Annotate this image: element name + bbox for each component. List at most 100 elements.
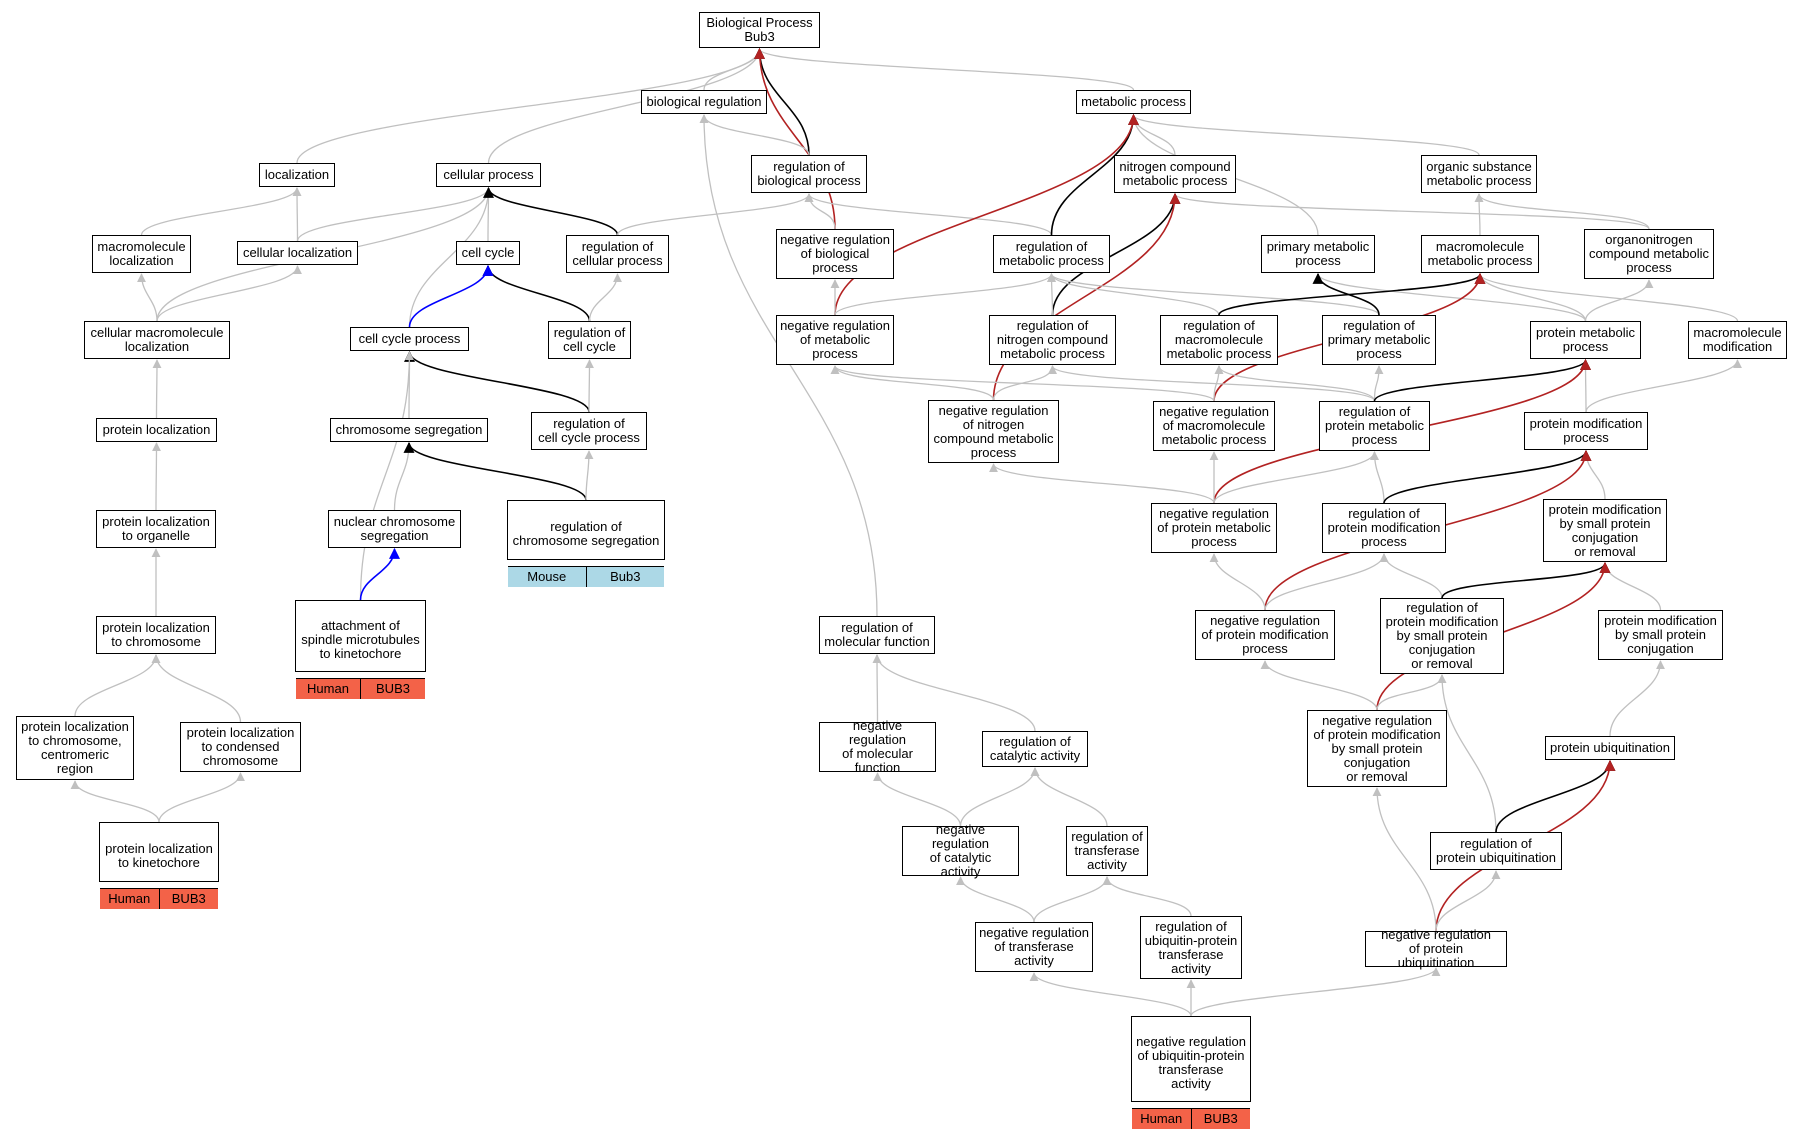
tag-gene: BUB3 <box>1190 1109 1250 1129</box>
node-protein-modification-by-small-protein-conjugation-or-removal[interactable]: protein modification by small protein co… <box>1543 499 1667 562</box>
node-regulation-of-protein-modification-by-small-protein-conjugation-or-removal[interactable]: regulation of protein modification by sm… <box>1380 598 1504 674</box>
organism-gene-tags: Human BUB3 <box>1132 1108 1250 1129</box>
edge-macro_metab-to-organic <box>1474 193 1484 236</box>
edge-reg_nitrogen-to-nitrogen <box>1051 192 1181 316</box>
node-label: protein localization to kinetochore <box>105 840 213 870</box>
node-regulation-of-catalytic-activity[interactable]: regulation of catalytic activity <box>982 731 1088 767</box>
edge-neg_reg_nitrogen-to-neg_reg_metab <box>830 365 995 401</box>
node-protein-localization-to-chromosome-centromeric-region[interactable]: protein localization to chromosome, cent… <box>16 716 134 780</box>
node-cellular-process[interactable]: cellular process <box>436 163 541 187</box>
node-protein-modification-process[interactable]: protein modification process <box>1524 412 1648 450</box>
edge-reg_prot_mod_small-to-reg_prot_mod <box>1379 553 1443 599</box>
node-negative-regulation-of-macromolecule-metabolic-process[interactable]: negative regulation of macromolecule met… <box>1153 401 1275 451</box>
edge-attach-to-cc_process <box>359 351 414 601</box>
edge-macro_loc-to-localization <box>140 187 302 236</box>
node-macromolecule-modification[interactable]: macromolecule modification <box>1688 321 1787 359</box>
node-attachment-of-spindle-microtubules-to-kinetochore[interactable]: attachment of spindle microtubules to ki… <box>295 600 426 699</box>
edge-nuc_chrom_seg-to-chrom_seg <box>393 442 414 511</box>
node-regulation-of-protein-modification-process[interactable]: regulation of protein modification proce… <box>1322 503 1446 553</box>
node-regulation-of-cell-cycle[interactable]: regulation of cell cycle <box>548 321 631 359</box>
node-regulation-of-protein-ubiquitination[interactable]: regulation of protein ubiquitination <box>1430 832 1562 870</box>
node-localization[interactable]: localization <box>259 163 335 187</box>
edge-protein_metab-to-organonitrogen <box>1584 279 1654 322</box>
go-graph: Biological Process Bub3 biological regul… <box>16 12 1787 1129</box>
node-protein-localization-to-condensed-chromosome[interactable]: protein localization to condensed chromo… <box>180 722 301 772</box>
edge-neg_reg_prot_ubiq-to-reg_prot_ubiq <box>1435 870 1501 932</box>
node-regulation-of-ubiquitin-protein-transferase-activity[interactable]: regulation of ubiquitin-protein transfer… <box>1140 916 1242 979</box>
edge-prot_mod-to-protein_metab <box>1581 359 1591 413</box>
node-protein-localization-to-chromosome[interactable]: protein localization to chromosome <box>96 616 216 654</box>
node-biological-regulation[interactable]: biological regulation <box>641 90 767 114</box>
edge-neg_reg_macro-to-neg_reg_metab <box>830 365 1215 402</box>
edge-reg_cellular-to-reg_bio <box>616 193 814 236</box>
node-protein-localization-to-kinetochore[interactable]: protein localization to kinetochore Huma… <box>99 822 219 909</box>
tag-organism: Human <box>296 679 360 699</box>
node-regulation-of-chromosome-segregation[interactable]: regulation of chromosome segregation Mou… <box>507 500 665 587</box>
node-primary-metabolic-process[interactable]: primary metabolic process <box>1261 235 1375 273</box>
node-nitrogen-compound-metabolic-process[interactable]: nitrogen compound metabolic process <box>1114 155 1236 193</box>
node-negative-regulation-of-protein-modification-process[interactable]: negative regulation of protein modificat… <box>1195 610 1335 660</box>
edge-reg_prot_metab-to-reg_nitrogen <box>1048 365 1376 402</box>
edge-nitrogen-to-metabolic <box>1129 114 1176 156</box>
node-metabolic-process[interactable]: metabolic process <box>1076 90 1191 114</box>
node-negative-regulation-of-biological-process[interactable]: negative regulation of biological proces… <box>776 229 894 279</box>
node-protein-localization[interactable]: protein localization <box>96 418 217 442</box>
edge-reg_cc-to-reg_cellular <box>588 273 622 322</box>
edge-neg_reg_metab-to-metabolic <box>834 113 1139 316</box>
edge-protein_metab-to-macro_metab <box>1475 273 1587 322</box>
edge-reg_prot_mod-to-reg_prot_metab <box>1370 451 1385 504</box>
node-cellular-localization[interactable]: cellular localization <box>237 241 358 265</box>
node-regulation-of-nitrogen-compound-metabolic-process[interactable]: regulation of nitrogen compound metaboli… <box>989 315 1116 365</box>
node-biological-process-bub3[interactable]: Biological Process Bub3 <box>699 12 820 48</box>
node-negative-regulation-of-ubiquitin-protein-transferase-activity[interactable]: negative regulation of ubiquitin-protein… <box>1131 1016 1251 1129</box>
edge-cc_process-to-cellular <box>408 187 493 328</box>
node-negative-regulation-of-molecular-function[interactable]: negative regulation of molecular functio… <box>819 719 936 775</box>
node-regulation-of-cellular-process[interactable]: regulation of cellular process <box>566 235 669 273</box>
node-regulation-of-cell-cycle-process[interactable]: regulation of cell cycle process <box>531 412 647 450</box>
edge-neg_reg_ubiq_transferase-to-neg_reg_prot_ubiq <box>1190 967 1441 1017</box>
node-regulation-of-primary-metabolic-process[interactable]: regulation of primary metabolic process <box>1322 315 1436 365</box>
node-regulation-of-biological-process[interactable]: regulation of biological process <box>751 155 867 193</box>
edge-reg_transferase-to-reg_catalytic <box>1030 767 1108 827</box>
node-regulation-of-molecular-function[interactable]: regulation of molecular function <box>819 616 935 654</box>
edge-neg_reg_prot_mod-to-reg_prot_mod <box>1264 553 1389 611</box>
edge-prot_loc_org-to-prot_loc <box>151 442 161 511</box>
edge-organonitrogen-to-organic <box>1474 193 1650 230</box>
node-protein-modification-by-small-protein-conjugation[interactable]: protein modification by small protein co… <box>1598 610 1723 660</box>
tag-organism: Human <box>100 889 159 909</box>
edge-organic-to-metabolic <box>1129 114 1480 156</box>
edge-prot_loc-to-cell_macro_loc <box>152 359 162 419</box>
node-nuclear-chromosome-segregation[interactable]: nuclear chromosome segregation <box>328 510 461 548</box>
node-chromosome-segregation[interactable]: chromosome segregation <box>330 418 488 442</box>
node-negative-regulation-of-nitrogen-compound-metabolic-process[interactable]: negative regulation of nitrogen compound… <box>928 400 1059 463</box>
edge-metabolic-to-root <box>755 48 1135 91</box>
edge-reg_bio-to-root <box>754 47 810 156</box>
edge-cell_loc-to-localization <box>292 187 302 242</box>
node-cellular-macromolecule-localization[interactable]: cellular macromolecule localization <box>84 321 230 359</box>
node-organonitrogen-compound-metabolic-process[interactable]: organonitrogen compound metabolic proces… <box>1584 229 1714 279</box>
node-regulation-of-metabolic-process[interactable]: regulation of metabolic process <box>993 235 1110 273</box>
node-protein-localization-to-organelle[interactable]: protein localization to organelle <box>96 510 216 548</box>
node-negative-regulation-of-protein-modification-by-small-protein-conjugation-or-removal[interactable]: negative regulation of protein modificat… <box>1307 710 1447 787</box>
node-negative-regulation-of-catalytic-activity[interactable]: negative regulation of catalytic activit… <box>902 823 1019 879</box>
node-regulation-of-transferase-activity[interactable]: regulation of transferase activity <box>1066 826 1148 876</box>
edge-reg_prot_mod-to-prot_mod <box>1383 449 1592 504</box>
node-negative-regulation-of-metabolic-process[interactable]: negative regulation of metabolic process <box>776 315 894 365</box>
organism-gene-tags: Human BUB3 <box>100 888 218 909</box>
node-regulation-of-protein-metabolic-process[interactable]: regulation of protein metabolic process <box>1319 401 1430 451</box>
node-cell-cycle-process[interactable]: cell cycle process <box>350 327 469 351</box>
edge-neg_reg_mol_func-to-reg_mol_func <box>872 654 882 723</box>
node-protein-ubiquitination[interactable]: protein ubiquitination <box>1545 736 1675 760</box>
node-negative-regulation-of-transferase-activity[interactable]: negative regulation of transferase activ… <box>975 922 1093 972</box>
tag-gene: Bub3 <box>585 567 664 587</box>
node-organic-substance-metabolic-process[interactable]: organic substance metabolic process <box>1421 155 1537 193</box>
tag-organism: Mouse <box>508 567 586 587</box>
node-cell-cycle[interactable]: cell cycle <box>456 241 520 265</box>
node-macromolecule-metabolic-process[interactable]: macromolecule metabolic process <box>1421 235 1539 273</box>
node-protein-metabolic-process[interactable]: protein metabolic process <box>1530 321 1641 359</box>
edge-macro_mod-to-macro_metab <box>1475 273 1739 322</box>
node-negative-regulation-of-protein-metabolic-process[interactable]: negative regulation of protein metabolic… <box>1151 503 1277 553</box>
node-macromolecule-localization[interactable]: macromolecule localization <box>92 235 191 273</box>
node-negative-regulation-of-protein-ubiquitination[interactable]: negative regulation of protein ubiquitin… <box>1365 928 1507 970</box>
node-regulation-of-macromolecule-metabolic-process[interactable]: regulation of macromolecule metabolic pr… <box>1160 315 1278 365</box>
